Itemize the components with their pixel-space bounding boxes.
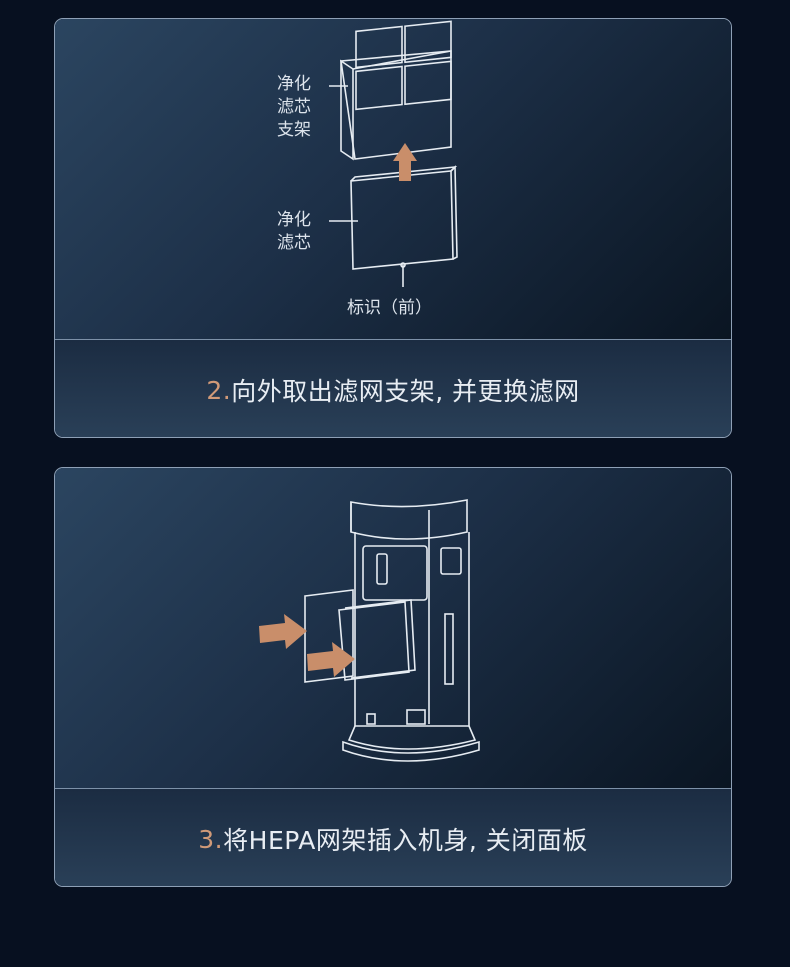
step-2-caption: 2.向外取出滤网支架, 并更换滤网 [55, 339, 731, 437]
hepa-frame-back [304, 589, 354, 683]
filter-panel [350, 165, 458, 287]
holder-label-line2: 滤芯 [277, 97, 311, 117]
purifier-body [304, 499, 480, 762]
step-text: 将HEPA网架插入机身, 关闭面板 [223, 826, 588, 855]
holder-label-line3: 支架 [277, 120, 311, 140]
step-number: 2. [206, 375, 232, 405]
filter-holder-diagram: 净化 滤芯 支架 净化 滤芯 标识（前） [277, 20, 458, 318]
filter-label-line1: 净化 [277, 210, 311, 230]
step-2-illustration: 净化 滤芯 支架 净化 滤芯 标识（前） [55, 19, 731, 339]
front-mark-label: 标识（前） [347, 298, 432, 318]
step-2-card: 净化 滤芯 支架 净化 滤芯 标识（前） 2.向外取出滤网支架, 并更换滤网 [54, 18, 732, 438]
filter-holder-frame [340, 20, 452, 161]
step-3-card: 3.将HEPA网架插入机身, 关闭面板 [54, 467, 732, 887]
arrow-up-icon [393, 143, 417, 181]
filter-label-line2: 滤芯 [277, 233, 311, 253]
step-number: 3. [198, 824, 224, 854]
step-text: 向外取出滤网支架, 并更换滤网 [231, 377, 580, 406]
arrow-right-icon [307, 642, 355, 677]
holder-label-line1: 净化 [277, 74, 311, 94]
step-3-illustration [55, 468, 731, 788]
purifier-insert-diagram [259, 499, 480, 762]
hepa-frame-front [338, 601, 410, 681]
arrow-right-icon [259, 614, 307, 649]
step-3-caption: 3.将HEPA网架插入机身, 关闭面板 [55, 788, 731, 886]
